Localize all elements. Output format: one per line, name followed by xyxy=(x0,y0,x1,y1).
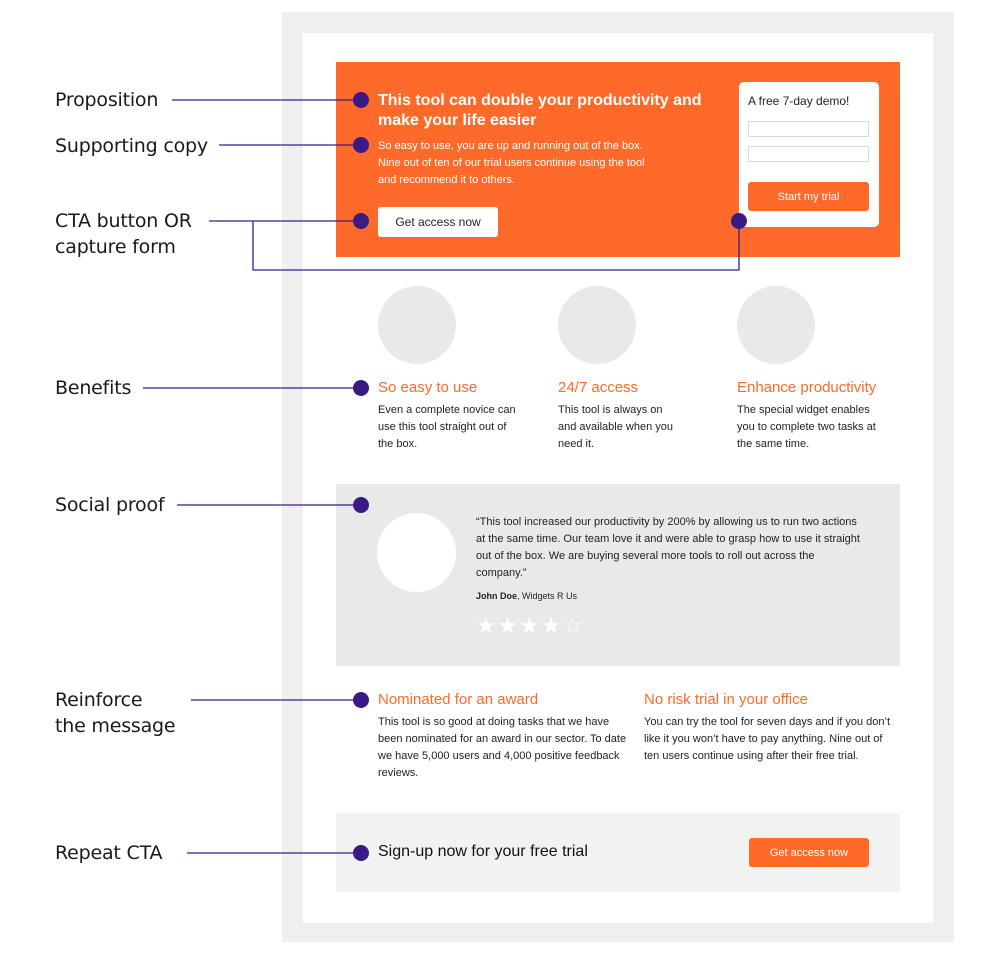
benefit-title-1: So easy to use xyxy=(378,379,478,396)
reinforce-text-1: This tool is so good at doing tasks that… xyxy=(378,716,627,779)
star-filled-icon: ★ xyxy=(541,614,561,639)
repeat-cta-text: Sign-up now for your free trial xyxy=(378,843,588,860)
testimonial-author-name: John Doe xyxy=(476,591,518,601)
testimonial-avatar xyxy=(377,513,456,592)
benefit-text-3: The special widget enables you to comple… xyxy=(737,404,876,450)
star-filled-icon: ★ xyxy=(476,614,496,639)
benefit-title-2: 24/7 access xyxy=(558,379,639,396)
reinforce-text-2: You can try the tool for seven days and … xyxy=(644,716,891,762)
annotation-repeat-cta: Repeat CTA xyxy=(55,842,163,864)
capture-form-title: A free 7-day demo! xyxy=(748,94,850,108)
star-filled-icon: ★ xyxy=(519,614,540,639)
start-trial-button[interactable]: Start my trial xyxy=(748,182,869,211)
benefit-text-1: Even a complete novice can use this tool… xyxy=(378,404,516,450)
hero-proposition: This tool can double your productivity a… xyxy=(378,92,702,129)
annotation-benefits: Benefits xyxy=(55,377,132,399)
benefit-image-3 xyxy=(737,286,815,364)
star-empty-icon: ☆ xyxy=(562,614,583,639)
benefit-title-3: Enhance productivity xyxy=(737,379,877,396)
reinforce-title-2: No risk trial in your office xyxy=(644,691,808,708)
capture-form-field-2[interactable] xyxy=(748,146,869,162)
annotation-proposition: Proposition xyxy=(55,89,159,111)
hero-cta-button[interactable]: Get access now xyxy=(378,207,498,237)
star-rating: ★★★★☆ xyxy=(476,615,583,639)
reinforce-title-1: Nominated for an award xyxy=(378,691,539,708)
testimonial-author-company: , Widgets R Us xyxy=(517,591,578,601)
benefit-text-2: This tool is always on and available whe… xyxy=(558,404,673,450)
testimonial-quote: “This tool increased our productivity by… xyxy=(476,516,860,579)
annotation-social-proof: Social proof xyxy=(55,494,165,516)
annotation-reinforce: Reinforce the message xyxy=(55,689,176,737)
capture-form-field-1[interactable] xyxy=(748,121,869,137)
star-filled-icon: ★ xyxy=(497,614,518,639)
repeat-cta-button[interactable]: Get access now xyxy=(749,838,869,867)
annotation-cta: CTA button OR capture form xyxy=(55,210,192,258)
hero-supporting-copy: So easy to use, you are up and running o… xyxy=(378,140,645,186)
benefit-image-1 xyxy=(378,286,456,364)
benefit-image-2 xyxy=(558,286,636,364)
annotation-supporting-copy: Supporting copy xyxy=(55,135,208,157)
testimonial-author: John Doe, Widgets R Us xyxy=(476,591,577,601)
